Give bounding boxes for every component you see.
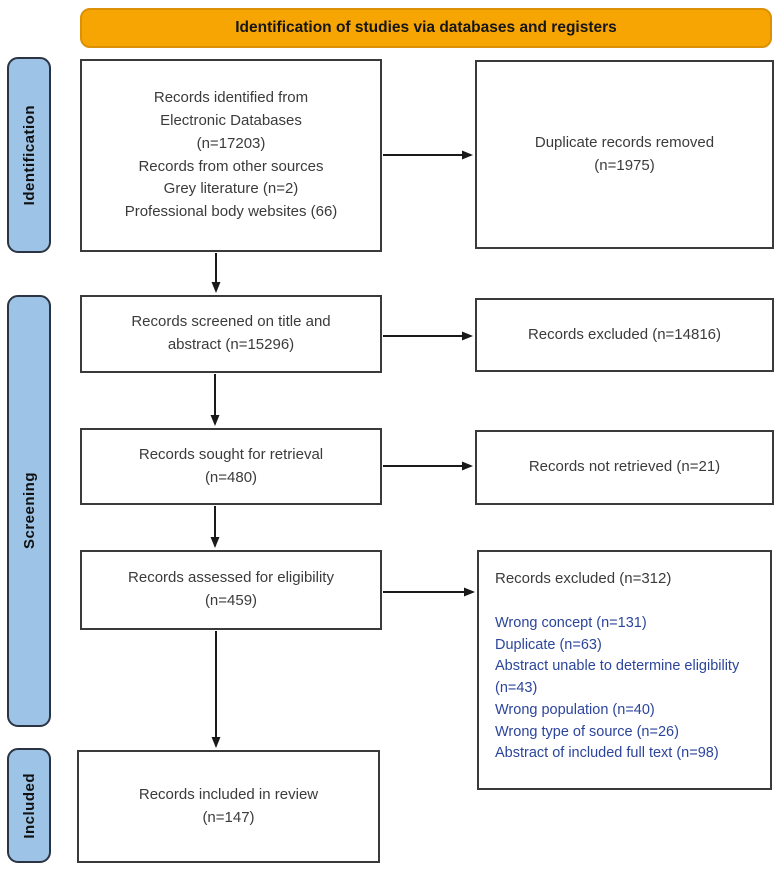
text-line: Wrong type of source (n=26) xyxy=(495,723,679,740)
text-line: Records included in review xyxy=(138,785,319,803)
text-line: (n=1975) xyxy=(594,156,655,174)
excluded-eligibility-title: Records excluded (n=312) xyxy=(495,570,672,587)
text-line: (n=459) xyxy=(204,592,258,609)
text-line: Duplicate records removed xyxy=(534,133,715,151)
text-line: Grey literature (n=2) xyxy=(163,180,299,198)
text-line: Records not retrieved (n=21) xyxy=(528,458,721,476)
box-records-assessed-for-eligibility: Records assessed for eligibility (n=459) xyxy=(80,550,382,630)
stage-label-included: Included xyxy=(7,748,51,863)
banner-identification-of-studies: Identification of studies via databases … xyxy=(80,8,772,48)
text-line: (n=480) xyxy=(204,468,258,486)
text-line: Electronic Databases xyxy=(160,111,302,129)
text-line: Records assessed for eligibility xyxy=(128,569,334,587)
text-line: Records from other sources xyxy=(138,157,324,175)
box-records-excluded-eligibility: Records excluded (n=312) Wrong concept (… xyxy=(477,550,772,790)
box-records-included-in-review: Records included in review (n=147) xyxy=(77,750,380,863)
text-line: (n=147) xyxy=(202,808,255,826)
text-line: (n=17203) xyxy=(196,134,266,152)
text-line: Abstract unable to determine eligibility… xyxy=(495,658,740,697)
box-records-sought-for-retrieval: Records sought for retrieval (n=480) xyxy=(80,428,382,505)
excluded-eligibility-reasons: Wrong concept (n=131) Duplicate (n=63) Abs… xyxy=(495,613,755,765)
text-line: Wrong concept (n=131) xyxy=(495,614,647,631)
text-line: abstract (n=15296) xyxy=(167,336,295,353)
stage-label-included-text: Included xyxy=(20,772,38,839)
stage-label-identification-text: Identification xyxy=(20,104,38,206)
text-line: Duplicate (n=63) xyxy=(495,636,602,653)
text-line: Abstract of included full text (n=98) xyxy=(495,745,719,762)
text-line: Professional body websites (66) xyxy=(124,203,338,221)
stage-label-identification: Identification xyxy=(7,57,51,253)
box-records-not-retrieved: Records not retrieved (n=21) xyxy=(475,430,774,505)
text-line: Records identified from xyxy=(153,89,309,107)
stage-label-screening-text: Screening xyxy=(20,472,38,550)
box-duplicate-records-removed: Duplicate records removed (n=1975) xyxy=(475,60,774,249)
box-records-excluded-screening: Records excluded (n=14816) xyxy=(475,298,774,372)
stage-label-screening: Screening xyxy=(7,295,51,727)
text-line: Records excluded (n=14816) xyxy=(527,325,722,343)
banner-title: Identification of studies via databases … xyxy=(235,19,617,36)
text-line: Records sought for retrieval xyxy=(138,445,324,463)
box-records-screened: Records screened on title and abstract (n… xyxy=(80,295,382,373)
text-line: Records screened on title and xyxy=(131,313,331,331)
text-line: Wrong population (n=40) xyxy=(495,701,655,718)
